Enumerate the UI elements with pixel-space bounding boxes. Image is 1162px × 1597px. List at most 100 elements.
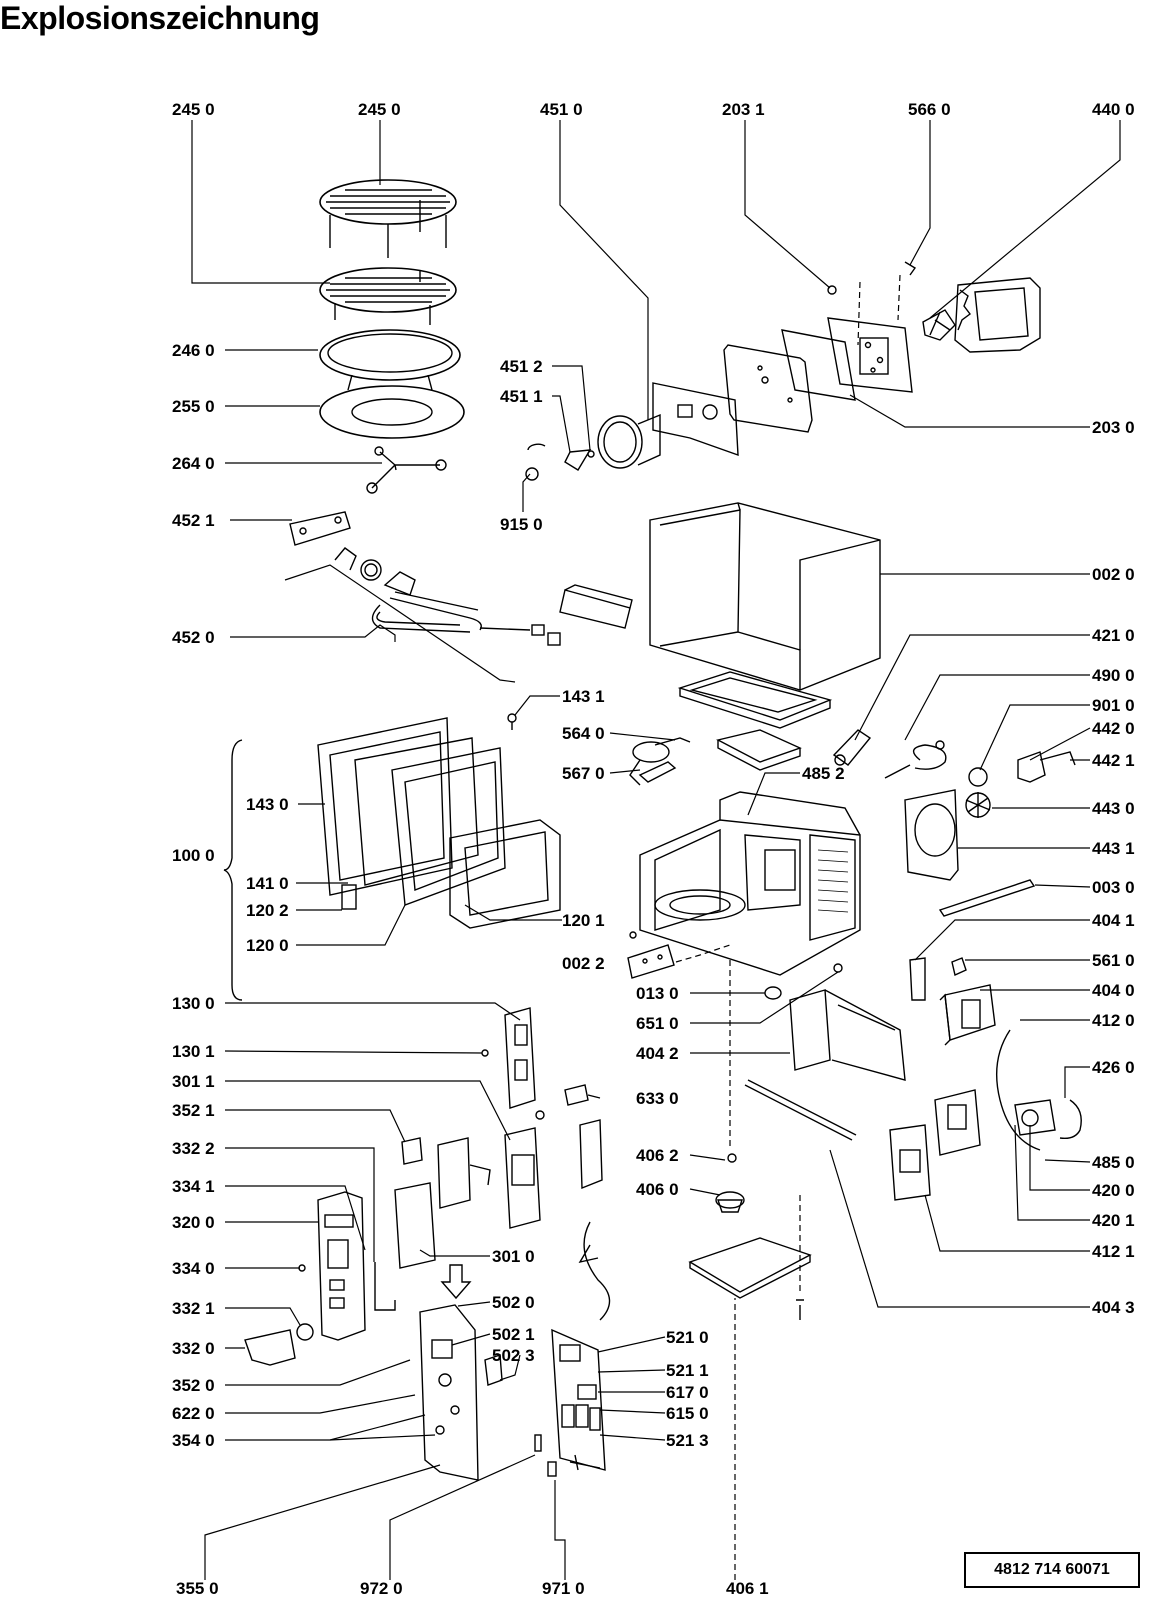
label-245-0-left: 245 0 bbox=[172, 100, 215, 119]
small-knob bbox=[968, 767, 988, 787]
label-971-0: 971 0 bbox=[542, 1579, 585, 1597]
motor-bracket bbox=[1017, 751, 1076, 783]
label-120-2: 120 2 bbox=[246, 901, 289, 920]
bottom-plate bbox=[688, 1153, 812, 1320]
label-245-0-right: 245 0 bbox=[358, 100, 401, 119]
grill-rack-lower bbox=[319, 267, 457, 325]
page-title: Explosionszeichnung bbox=[0, 0, 320, 36]
label-354-0: 354 0 bbox=[172, 1431, 215, 1450]
label-320-0: 320 0 bbox=[172, 1213, 215, 1232]
cabinet-bottom-tray bbox=[677, 671, 833, 729]
label-443-1: 443 1 bbox=[1092, 839, 1135, 858]
label-255-0: 255 0 bbox=[172, 397, 215, 416]
label-615-0: 615 0 bbox=[666, 1404, 709, 1423]
label-143-1: 143 1 bbox=[562, 687, 605, 706]
front-panel bbox=[298, 1191, 396, 1341]
cover-plate bbox=[627, 931, 675, 979]
switch-bracket bbox=[481, 1007, 536, 1109]
label-633-0: 633 0 bbox=[636, 1089, 679, 1108]
wiring-small-parts bbox=[507, 713, 802, 786]
transformer bbox=[939, 984, 996, 1046]
label-352-1: 352 1 bbox=[172, 1101, 215, 1120]
oven-cavity bbox=[639, 791, 861, 976]
label-404-1: 404 1 bbox=[1092, 911, 1135, 930]
part-labels: 245 0 245 0 451 0 203 1 566 0 440 0 246 … bbox=[172, 100, 1135, 1597]
leader-lines bbox=[191, 120, 1121, 1580]
label-013-0: 013 0 bbox=[636, 984, 679, 1003]
label-451-2: 451 2 bbox=[500, 357, 543, 376]
label-421-0: 421 0 bbox=[1092, 626, 1135, 645]
label-443-0: 443 0 bbox=[1092, 799, 1135, 818]
switch-633 bbox=[564, 1084, 589, 1106]
foot bbox=[764, 986, 782, 1000]
label-352-0: 352 0 bbox=[172, 1376, 215, 1395]
label-404-3: 404 3 bbox=[1092, 1298, 1135, 1317]
label-564-0: 564 0 bbox=[562, 724, 605, 743]
label-002-0: 002 0 bbox=[1092, 565, 1135, 584]
label-440-0: 440 0 bbox=[1092, 100, 1135, 119]
label-264-0: 264 0 bbox=[172, 454, 215, 473]
label-334-0: 334 0 bbox=[172, 1259, 215, 1278]
support-rod bbox=[744, 1079, 857, 1141]
label-141-0: 141 0 bbox=[246, 874, 289, 893]
label-332-1: 332 1 bbox=[172, 1299, 215, 1318]
label-406-1: 406 1 bbox=[726, 1579, 769, 1597]
label-567-0: 567 0 bbox=[562, 764, 605, 783]
label-406-0: 406 0 bbox=[636, 1180, 679, 1199]
outer-cabinet bbox=[649, 502, 881, 691]
label-972-0: 972 0 bbox=[360, 1579, 403, 1597]
label-651-0: 651 0 bbox=[636, 1014, 679, 1033]
label-566-0: 566 0 bbox=[908, 100, 951, 119]
label-521-0: 521 0 bbox=[666, 1328, 709, 1347]
capacitor bbox=[832, 729, 872, 766]
label-901-0: 901 0 bbox=[1092, 696, 1135, 715]
label-334-1: 334 1 bbox=[172, 1177, 215, 1196]
thermal-wire bbox=[884, 740, 947, 779]
label-412-0: 412 0 bbox=[1092, 1011, 1135, 1030]
cables bbox=[995, 1029, 1082, 1151]
magnetron-plates bbox=[723, 285, 913, 433]
heater-element bbox=[289, 511, 633, 646]
label-502-0: 502 0 bbox=[492, 1293, 535, 1312]
knob-parts bbox=[244, 1323, 314, 1366]
door-assembly bbox=[317, 717, 561, 929]
label-490-0: 490 0 bbox=[1092, 666, 1135, 685]
label-332-0: 332 0 bbox=[172, 1339, 215, 1358]
control-board bbox=[419, 1304, 503, 1481]
label-622-0: 622 0 bbox=[172, 1404, 215, 1423]
twist-arrow bbox=[578, 1221, 611, 1321]
label-451-0: 451 0 bbox=[540, 100, 583, 119]
grill-rack-upper bbox=[319, 179, 457, 258]
label-002-2: 002 2 bbox=[562, 954, 605, 973]
label-120-0: 120 0 bbox=[246, 936, 289, 955]
control-bracket bbox=[504, 1110, 545, 1229]
label-442-1: 442 1 bbox=[1092, 751, 1135, 770]
label-355-0: 355 0 bbox=[176, 1579, 219, 1597]
label-404-0: 404 0 bbox=[1092, 981, 1135, 1000]
label-003-0: 003 0 bbox=[1092, 878, 1135, 897]
arrow-down bbox=[440, 1264, 472, 1300]
label-404-2: 404 2 bbox=[636, 1044, 679, 1063]
label-617-0: 617 0 bbox=[666, 1383, 709, 1402]
label-203-1: 203 1 bbox=[722, 100, 765, 119]
power-board bbox=[534, 1328, 606, 1477]
label-332-2: 332 2 bbox=[172, 1139, 215, 1158]
label-130-0: 130 0 bbox=[172, 994, 215, 1013]
label-143-0: 143 0 bbox=[246, 795, 289, 814]
label-502-1: 502 1 bbox=[492, 1325, 535, 1344]
fan-duct bbox=[904, 789, 991, 881]
label-502-3: 502 3 bbox=[492, 1346, 535, 1365]
transformer-bracket bbox=[789, 963, 906, 1081]
document-number: 4812 714 60071 bbox=[964, 1552, 1140, 1588]
fan-housing bbox=[904, 261, 1041, 353]
turntable-support bbox=[366, 446, 447, 494]
label-452-0: 452 0 bbox=[172, 628, 215, 647]
label-451-1: 451 1 bbox=[500, 387, 543, 406]
label-203-0: 203 0 bbox=[1092, 418, 1135, 437]
label-301-0: 301 0 bbox=[492, 1247, 535, 1266]
label-246-0: 246 0 bbox=[172, 341, 215, 360]
door-brace bbox=[223, 739, 243, 1001]
parts bbox=[223, 179, 1082, 1481]
label-301-1: 301 1 bbox=[172, 1072, 215, 1091]
